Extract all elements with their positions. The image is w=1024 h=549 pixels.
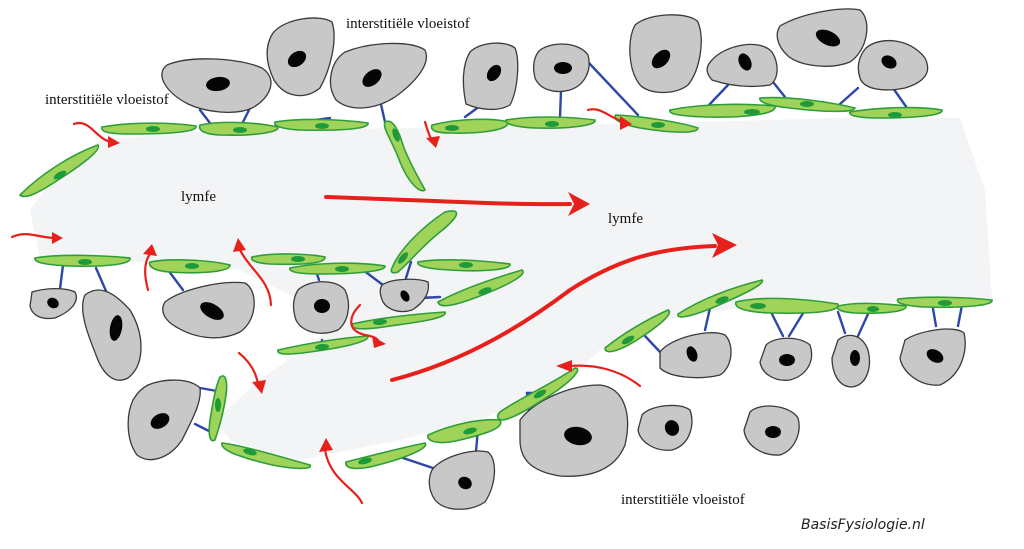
endothelial-cell bbox=[250, 253, 326, 266]
endothelial-cell bbox=[896, 296, 993, 309]
label-interstitial-fluid-top-left: interstitiële vloeistof bbox=[45, 92, 169, 108]
tissue-cell bbox=[428, 450, 496, 510]
tissue-cell bbox=[161, 58, 272, 113]
endothelial-cell bbox=[430, 118, 509, 134]
endothelial-cell bbox=[759, 96, 856, 113]
endothelial-cell bbox=[289, 262, 386, 275]
lymph-flow-arrow-lower bbox=[390, 233, 737, 382]
tissue-cell bbox=[857, 39, 929, 91]
endothelial-cell bbox=[604, 309, 671, 353]
tissue-cell bbox=[519, 384, 629, 477]
tissue-cell bbox=[127, 379, 201, 461]
endothelial-cell bbox=[345, 442, 427, 470]
endothelial-cell bbox=[34, 254, 131, 268]
endothelial-cell bbox=[18, 144, 100, 198]
label-lymph-left: lymfe bbox=[181, 189, 216, 205]
tissue-cell bbox=[743, 405, 800, 456]
endothelial-cell bbox=[437, 269, 524, 307]
endothelial-cells bbox=[18, 96, 993, 470]
label-lymph-right: lymfe bbox=[608, 211, 643, 227]
inflow-arrow bbox=[10, 232, 63, 244]
tissue-cell bbox=[659, 332, 732, 379]
endothelial-cell bbox=[221, 442, 312, 470]
label-interstitial-fluid-bottom: interstitiële vloeistof bbox=[621, 492, 745, 508]
endothelial-cell bbox=[417, 259, 511, 272]
endothelial-cell bbox=[351, 311, 446, 330]
tissue-cell bbox=[81, 289, 142, 381]
endothelial-cell bbox=[836, 302, 907, 315]
lymph-lumen-branch bbox=[300, 260, 560, 330]
inflow-arrow bbox=[237, 351, 266, 394]
inflow-arrow bbox=[350, 303, 386, 348]
tissue-cell bbox=[379, 278, 430, 313]
endothelial-cell bbox=[383, 120, 427, 192]
inflow-arrow bbox=[586, 108, 632, 130]
endothelial-cell bbox=[208, 375, 228, 442]
tissue-cell bbox=[292, 281, 350, 334]
inflow-arrow bbox=[72, 121, 120, 148]
lymph-flow-arrow-upper bbox=[324, 192, 590, 216]
endothelial-cell bbox=[101, 122, 197, 135]
inflow-arrow bbox=[233, 238, 273, 307]
endothelial-cell bbox=[505, 116, 596, 129]
tissue-cell bbox=[706, 43, 778, 87]
tissue-cell bbox=[637, 404, 693, 451]
inflow-arrow bbox=[556, 360, 642, 388]
tissue-cells bbox=[29, 8, 966, 510]
tissue-cell bbox=[759, 337, 813, 381]
tissue-cell bbox=[29, 287, 77, 320]
flow-arrows bbox=[10, 108, 737, 505]
endothelial-cell bbox=[669, 103, 776, 118]
tissue-cell bbox=[831, 334, 871, 388]
endothelial-cell bbox=[277, 335, 369, 355]
endothelial-cell bbox=[677, 279, 764, 318]
inflow-arrow bbox=[319, 438, 364, 505]
tissue-cell bbox=[162, 281, 255, 339]
tissue-cell bbox=[776, 8, 868, 67]
endothelial-cell bbox=[496, 367, 579, 421]
inflow-arrow bbox=[143, 244, 157, 292]
tissue-cell bbox=[462, 42, 519, 111]
endothelial-cell bbox=[148, 259, 231, 274]
tissue-cell bbox=[899, 328, 966, 386]
tissue-cell bbox=[629, 14, 702, 94]
endothelial-cell bbox=[427, 418, 502, 444]
label-interstitial-fluid-top-center: interstitiële vloeistof bbox=[346, 16, 470, 32]
endothelial-cell bbox=[390, 210, 458, 274]
tissue-cell bbox=[533, 43, 590, 93]
endothelial-cell bbox=[198, 121, 279, 136]
inflow-arrow bbox=[423, 120, 440, 148]
endothelial-cell bbox=[273, 118, 369, 132]
tissue-cell bbox=[266, 17, 335, 97]
tissue-cell bbox=[329, 42, 428, 109]
endothelial-cell bbox=[735, 297, 839, 315]
endothelial-cell bbox=[849, 106, 943, 119]
credit-watermark: BasisFysiologie.nl bbox=[801, 517, 925, 533]
